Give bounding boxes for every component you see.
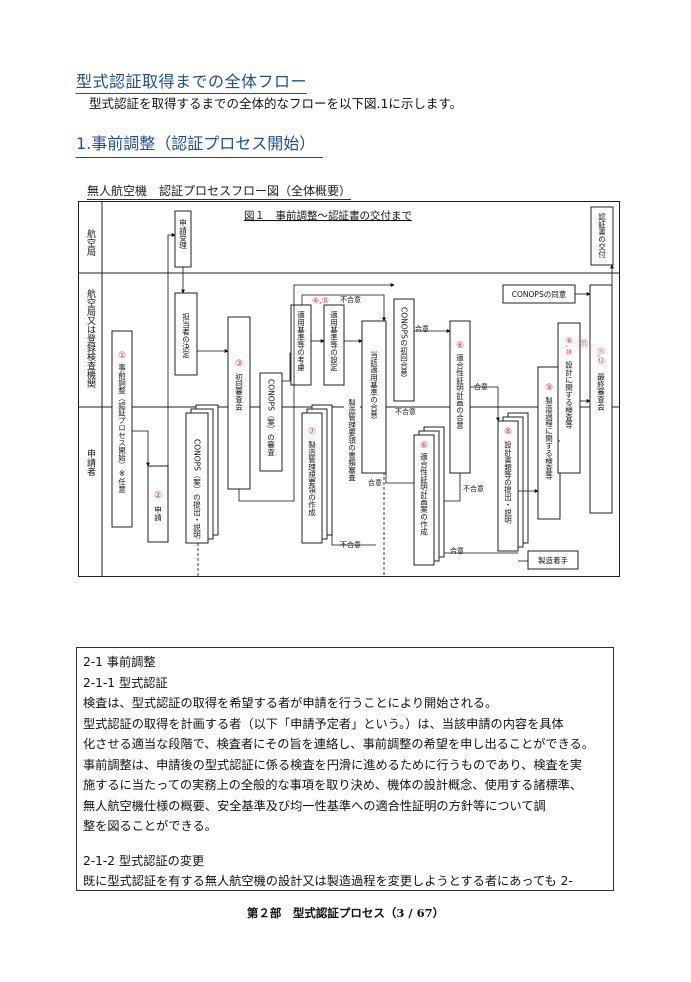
box-assign (174, 292, 198, 376)
label-agree-2: 合意 (368, 478, 382, 487)
box-conops-final-label: CONOPSの同意 (512, 289, 566, 299)
label-agree-4: 合意 (474, 382, 488, 391)
step7-number: ⑦ (307, 427, 317, 437)
box-std-agree (361, 320, 387, 474)
body-line: 整を図ることができる。 (83, 819, 217, 833)
step3-number: ③ (234, 359, 244, 369)
section-heading: 1.事前調整（認証プロセス開始） (76, 130, 324, 158)
label-disagree-4: 不合意 (463, 484, 484, 493)
box-std-set (323, 304, 345, 386)
page-footer: 第２部 型式認証プロセス（3 / 67） (246, 906, 445, 920)
box-conops-review-label: CONOPS（案）の審査 (266, 379, 275, 456)
step1112-number: ⑪,⑫ (596, 347, 605, 365)
box-conops-agree (393, 298, 415, 402)
figure-inner-title: 図１ 事前調整～認証書の交付まで (244, 209, 412, 222)
subsection-heading-2-1-1: 2-1-1 型式認証 (83, 675, 168, 690)
box-step2-label: 申請 (153, 505, 162, 523)
label-agree-3: 合意 (450, 546, 464, 555)
box-step1 (111, 330, 133, 528)
box-conops-agree-label: CONOPSの初回合意 (399, 307, 408, 377)
box-design-submit (497, 420, 519, 552)
diagram-frame (78, 201, 620, 577)
steps45-number: ④,⑤ (312, 296, 329, 305)
body-line: 化させる適当な段階で、検査者にその旨を連絡し、事前調整の希望を申し出ることができ… (83, 737, 594, 751)
step6-number: ⑥ (419, 441, 429, 451)
step910-number: ⑨,⑩ (565, 336, 574, 356)
lane-label-inspection: 航空局又は登録検査機関 (85, 288, 96, 389)
body-line: 既に型式認証を有する無人航空機の設計又は製造過程を変更しようとする者にあっても … (83, 874, 573, 888)
subsection-heading-2-1: 2-1 事前調整 (83, 655, 156, 669)
box-mfg-create (301, 412, 323, 544)
box-conops-review (259, 372, 283, 472)
box-step2 (147, 465, 169, 543)
body-line: 検査は、型式認証の取得を希望する者が申請を行うことにより開始される。 (83, 696, 498, 710)
body-line: 型式認証の取得を計画する者（以下「申請予定者」という。）は、当該申請の内容を具体 (83, 716, 564, 731)
box-step1-label: 事前調整（認証プロセス開始）※任意 (117, 363, 126, 494)
content-box: 2-1 事前調整 2-1-1 型式認証 検査は、型式認証の取得を希望する者が申請… (76, 647, 614, 891)
box-plan-create-label: 適合性証明計画案の作成 (419, 452, 428, 537)
box-design-inspect (557, 322, 581, 474)
box-conops-submit-label: CONOPS（案）の提出・説明 (192, 439, 201, 540)
intro-text: 型式認証を取得するまでの全体的なフローを以下図.1に示します。 (89, 96, 463, 111)
box-assign-label: 担当者の決定 (181, 312, 190, 360)
step8-number: ⑧ (503, 427, 513, 437)
box-mfg-inspect-label: 製造過程に関する検査等 (544, 396, 553, 480)
box-issue (590, 206, 614, 266)
box-std-review-label: 適用基準等の考慮 (296, 310, 305, 373)
box-design-submit-label: 設計書類等の提出・説明 (503, 440, 512, 525)
lane-label-bureau: 航空局 (85, 228, 96, 257)
box-mfg-start (527, 550, 579, 570)
box-design-inspect-label: 設計に関する検査等 (564, 360, 573, 429)
label-agree-1: 合意 (415, 324, 429, 333)
figure-caption: 無人航空機 認証プロセスフロー図（全体概要） (87, 184, 352, 200)
box-mfg-review-label: 製造管理要領の書類審査 (347, 398, 356, 482)
step9-number: ⑨ (544, 383, 554, 393)
process-flow-diagram: 航空局 航空局又は登録検査機関 申請者 図１ 事前調整～認証書の交付まで 申請受… (78, 201, 620, 577)
step1-number: ① (117, 351, 127, 361)
body-line: 無人航空機仕様の概要、安全基準及び均一性基準への適合性証明の方針等について調 (83, 798, 546, 813)
lane-label-applicant: 申請者 (85, 448, 96, 476)
box-conops-submit (185, 412, 209, 544)
step11-number: ⑪ (580, 339, 588, 348)
main-heading: 型式認証取得までの全体フロー (76, 68, 308, 94)
box-issue-label: 認証書の交付 (597, 212, 606, 259)
step6b-number: ⑥ (455, 341, 465, 351)
label-disagree-1: 不合意 (340, 295, 361, 304)
step2-number: ② (153, 491, 163, 501)
label-disagree-3: 不合意 (340, 540, 361, 549)
box-mfg-create-label: 製造管理規要領の作成 (307, 440, 316, 518)
box-std-review (290, 304, 312, 386)
box-plan-agree-label: 適合性証明計画の合意 (455, 353, 464, 430)
label-disagree-2: 不合意 (395, 407, 416, 416)
box-plan-create (413, 434, 435, 566)
box-std-agree-label: 当該適用基準の合意 (369, 350, 378, 419)
subsection-heading-2-1-2: 2-1-2 型式認証の変更 (83, 853, 205, 868)
box-mfg-start-label: 製造着手 (538, 555, 568, 565)
box-receipt-label: 申請受理 (178, 218, 187, 250)
body-line: 事前調整は、申請後の型式認証に係る検査を円滑に進めるために行うものであり、検査を… (83, 757, 583, 772)
box-std-set-label: 適用基準等の設定 (329, 310, 338, 373)
body-line: 施するに当たっての実務上の全般的な事項を取り決め、機体の設計概念、使用する諸標準… (83, 778, 583, 792)
box-final-review-label: 最終審査会 (596, 373, 605, 412)
box-step3-label: 初回審査会 (234, 372, 243, 412)
